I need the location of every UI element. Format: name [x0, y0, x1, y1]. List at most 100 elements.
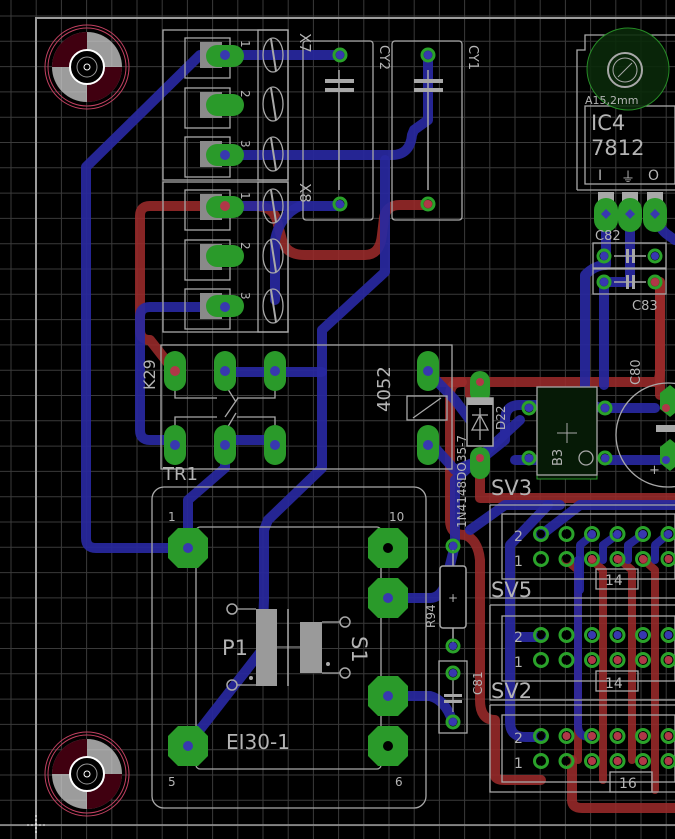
x7-pin-3: 3 — [238, 140, 252, 148]
sv5-pin-count: 14 — [605, 573, 623, 589]
header-pin — [635, 526, 651, 542]
header-pin — [584, 652, 600, 668]
header-sv2[interactable]: 14 SV2 2 1 — [489, 604, 675, 703]
header-pin-drill — [613, 555, 622, 563]
header-pin — [660, 652, 675, 668]
header-pin — [533, 652, 549, 668]
transformer-ei30[interactable]: 1 10 5 6 P1 S1 EI30-1 — [151, 486, 427, 809]
header-pin-drill — [562, 530, 571, 538]
header-sv5[interactable]: 14 SV5 2 1 — [489, 504, 675, 602]
header-pin-drill — [537, 732, 545, 740]
transformer-primary-label: P1 — [222, 636, 248, 660]
capacitor-cy2[interactable]: CY2 — [302, 40, 391, 221]
header-pin-drill — [562, 555, 571, 563]
k29-value: TR1 — [162, 464, 198, 485]
header-pin — [584, 627, 600, 643]
header-pin — [558, 753, 575, 769]
x7-pin-1: 1 — [238, 40, 252, 48]
header-pin-drill — [639, 732, 647, 740]
header-pin — [558, 551, 575, 567]
header-pin-drill — [588, 757, 596, 765]
board-outline — [35, 17, 675, 839]
header-pin — [533, 728, 549, 744]
ic4-pin-gnd: ⏚ — [621, 170, 635, 186]
header-pin-drill — [664, 757, 673, 765]
capacitor-c83[interactable]: C83 — [592, 268, 667, 314]
capacitor-c80[interactable]: C80 + — [615, 359, 675, 488]
header-pin-drill — [639, 656, 647, 664]
header-pin — [635, 551, 651, 567]
terminal-pads — [206, 45, 244, 317]
transformer-pin-5: 5 — [168, 775, 176, 789]
header-pin — [635, 652, 651, 668]
sv2-row-2: 2 — [514, 630, 523, 646]
header-pin-drill — [664, 656, 673, 664]
header-pin-drill — [664, 732, 673, 740]
header-pin — [660, 728, 675, 744]
bottom-header-row-2: 2 — [514, 731, 523, 747]
sv3-label: SV3 — [491, 476, 532, 500]
header-pin-drill — [537, 530, 545, 538]
header-pin-drill — [664, 530, 673, 538]
header-pin — [609, 526, 626, 542]
transformer-pin-1: 1 — [168, 510, 176, 524]
header-pin-drill — [562, 631, 571, 639]
header-pin — [533, 627, 549, 643]
header-pin-drill — [639, 757, 647, 765]
header-pin-drill — [639, 631, 647, 639]
regulator-ic4[interactable]: A15,2mm IC4 7812 I ⏚ O — [576, 27, 675, 232]
x8-label: X8 — [296, 183, 314, 203]
d22-label: D22 — [494, 405, 508, 430]
header-pin-drill — [613, 631, 622, 639]
transformer-value: EI30-1 — [226, 730, 290, 754]
capacitor-c82[interactable]: C82 — [592, 229, 667, 269]
resistor-r94[interactable]: + R94 — [424, 538, 467, 654]
header-pin-drill — [562, 656, 571, 664]
d22-value: 1N4148DO35-7 — [455, 435, 469, 528]
capacitor-cy1[interactable]: CY1 — [391, 40, 480, 221]
x8-pin-2: 2 — [238, 242, 252, 250]
relay-value: 4052 — [374, 366, 395, 412]
header-pin — [558, 728, 575, 744]
header-pin-drill — [588, 732, 596, 740]
x8-pin-1: 1 — [238, 192, 252, 200]
sv5-row-1: 1 — [514, 554, 523, 570]
ic4-pin-in: I — [598, 168, 602, 184]
header-pin-drill — [562, 757, 571, 765]
capacitor-c81[interactable]: C81 — [438, 660, 485, 734]
cy2-label: CY2 — [376, 45, 391, 70]
bottom-header-row-1: 1 — [514, 756, 523, 772]
bottom-header-pin-count: 16 — [619, 776, 637, 792]
header-pin — [635, 627, 651, 643]
k29-label: K29 — [140, 359, 159, 390]
header-pin-drill — [537, 656, 545, 664]
header-pin-drill — [588, 530, 596, 538]
header-pin — [660, 551, 675, 567]
header-pin — [609, 728, 626, 744]
diode-d22[interactable]: D22 1N4148DO35-7 — [455, 371, 508, 528]
header-pin — [660, 753, 675, 769]
bridge-rectifier-b3[interactable]: B3 — [521, 386, 613, 480]
cy1-label: CY1 — [465, 45, 480, 70]
r94-label: R94 — [424, 604, 438, 628]
r94-plus-mark: + — [448, 591, 458, 605]
header-pin — [635, 753, 651, 769]
connector-x7[interactable]: X7 1 2 3 — [162, 29, 314, 181]
c80-plus-mark: + — [649, 463, 660, 478]
c81-label: C81 — [471, 671, 485, 695]
relay-k29[interactable]: K29 TR1 4052 — [140, 344, 453, 485]
header-pin — [660, 526, 675, 542]
header-pin — [533, 551, 549, 567]
ic4-heatsink-label: A15,2mm — [585, 94, 638, 107]
header-pin-drill — [588, 656, 596, 664]
header-pin — [609, 627, 626, 643]
header-pin-drill — [613, 656, 622, 664]
header-pin-drill — [639, 555, 647, 563]
header-pin — [609, 753, 626, 769]
header-bottom[interactable]: 16 2 1 — [489, 704, 675, 793]
header-pin-drill — [639, 530, 647, 538]
header-pin — [533, 753, 549, 769]
transformer-secondary-label: S1 — [347, 636, 371, 663]
x8-pin-3: 3 — [238, 292, 252, 300]
